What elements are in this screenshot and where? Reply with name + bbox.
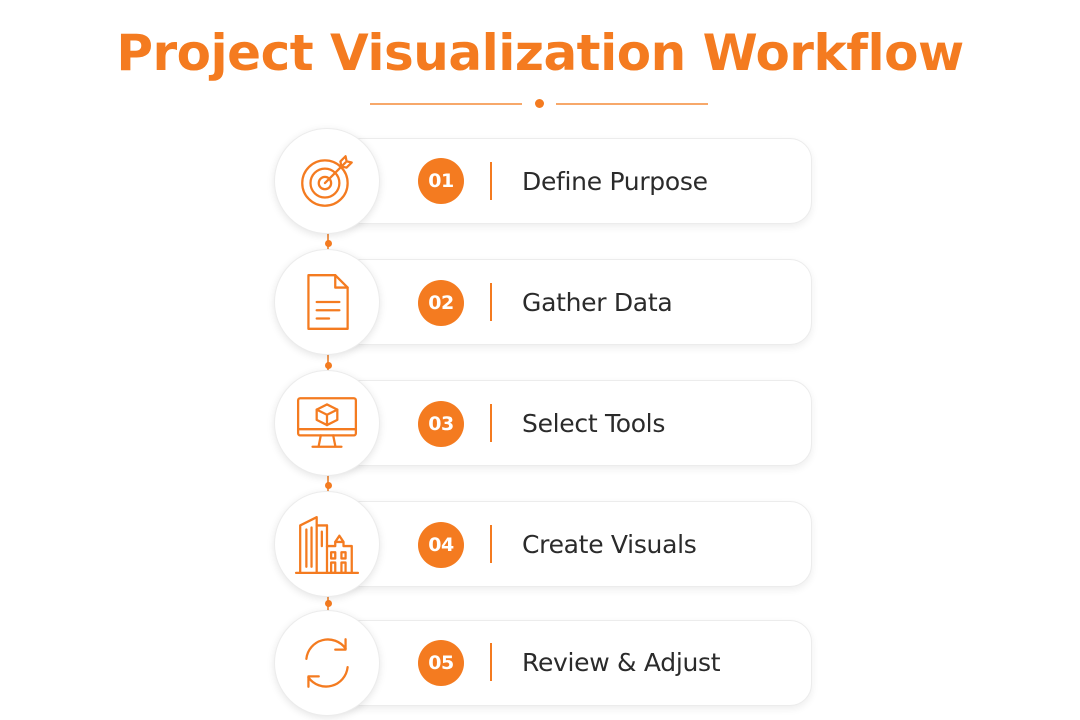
step-number-badge: 01 (418, 158, 464, 204)
buildings-icon (294, 516, 360, 575)
step-divider (490, 162, 492, 200)
connector-dot (324, 362, 332, 369)
step-card-1 (296, 138, 812, 224)
step-divider (490, 283, 492, 321)
step-number-badge: 04 (418, 522, 464, 568)
step-icon-circle-3 (274, 370, 380, 476)
title-rule-left (370, 103, 522, 105)
connector-dot (324, 482, 332, 489)
document-icon (307, 274, 349, 330)
step-label: Create Visuals (522, 530, 697, 559)
step-divider (490, 643, 492, 681)
step-card-3 (296, 380, 812, 466)
step-divider (490, 525, 492, 563)
step-number-badge: 02 (418, 280, 464, 326)
step-label: Review & Adjust (522, 648, 721, 677)
step-icon-circle-4 (274, 491, 380, 597)
connector-dot (324, 600, 332, 607)
step-label: Define Purpose (522, 167, 708, 196)
step-number-badge: 03 (418, 401, 464, 447)
step-label: Select Tools (522, 409, 666, 438)
step-card-5 (296, 620, 812, 706)
step-card-4 (296, 501, 812, 587)
monitor-cube-icon (296, 397, 358, 448)
step-label: Gather Data (522, 288, 673, 317)
step-icon-circle-5 (274, 610, 380, 716)
step-number-badge: 05 (418, 640, 464, 686)
target-icon (301, 155, 353, 207)
title-dot (535, 99, 544, 108)
step-divider (490, 404, 492, 442)
page-title: Project Visualization Workflow (116, 24, 964, 82)
title-rule-right (556, 103, 708, 105)
step-card-2 (296, 259, 812, 345)
refresh-cycle-icon (305, 638, 349, 688)
step-icon-circle-1 (274, 128, 380, 234)
connector-dot (324, 240, 332, 247)
step-icon-circle-2 (274, 249, 380, 355)
